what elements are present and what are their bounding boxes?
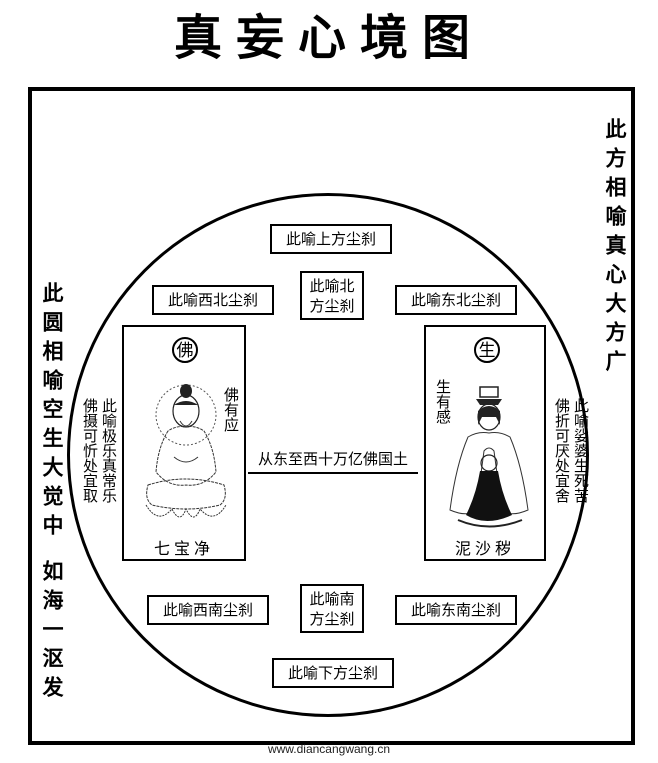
- being-outer-col2: 佛折可厌处宜舍: [553, 398, 571, 503]
- box-down: 此喻下方尘刹: [272, 658, 394, 688]
- being-outer-col1: 此喻娑婆生死苦: [572, 398, 590, 503]
- seated-buddha-figure: [145, 384, 227, 518]
- kneeling-being-figure: [449, 386, 529, 528]
- box-north: 此喻北 方尘刹: [300, 271, 364, 320]
- box-south-line1: 此喻南: [309, 589, 355, 608]
- buddha-badge: 佛: [172, 337, 198, 363]
- box-south-line2: 方尘刹: [309, 609, 355, 628]
- box-southwest-label: 此喻西南尘刹: [162, 601, 253, 619]
- left-side-caption-1: 此圆相喻空生大觉中: [40, 282, 65, 543]
- being-caption: 泥沙秽: [454, 539, 515, 558]
- box-southeast: 此喻东南尘刹: [395, 595, 517, 625]
- right-side-caption: 此方相喻真心大方广: [603, 118, 628, 379]
- buddha-caption: 七宝净: [153, 539, 214, 558]
- box-north-line2: 方尘刹: [309, 296, 355, 315]
- box-down-label: 此喻下方尘刹: [287, 664, 378, 682]
- being-response-label: 生有感: [434, 379, 452, 424]
- buddha-response-label: 佛有应: [222, 387, 240, 432]
- box-northwest: 此喻西北尘刹: [152, 285, 274, 315]
- box-northeast: 此喻东北尘刹: [395, 285, 517, 315]
- box-up-label: 此喻上方尘刹: [285, 230, 376, 248]
- buddha-outer-col1: 此喻极乐真常乐: [100, 398, 118, 503]
- box-northwest-label: 此喻西北尘刹: [167, 291, 258, 309]
- box-northeast-label: 此喻东北尘刹: [410, 291, 501, 309]
- outer-square-frame: [28, 87, 635, 745]
- center-distance-label: 从东至西十万亿佛国土: [248, 448, 418, 474]
- box-up: 此喻上方尘刹: [270, 224, 392, 254]
- page-title: 真妄心境图: [173, 10, 484, 66]
- box-southeast-label: 此喻东南尘刹: [410, 601, 501, 619]
- box-north-line1: 此喻北: [309, 276, 355, 295]
- great-circle: [67, 193, 589, 717]
- buddha-outer-col2: 佛摄可忻处宜取: [81, 398, 99, 503]
- left-side-caption-2: 如海一沤发: [40, 560, 65, 705]
- footer-website: www.diancangwang.cn: [267, 742, 391, 756]
- buddha-panel: 佛 佛有应 七宝净: [122, 325, 246, 561]
- being-badge: 生: [474, 337, 500, 363]
- being-panel: 生 生有感 泥沙秽: [424, 325, 546, 561]
- box-south: 此喻南 方尘刹: [300, 584, 364, 633]
- box-southwest: 此喻西南尘刹: [147, 595, 269, 625]
